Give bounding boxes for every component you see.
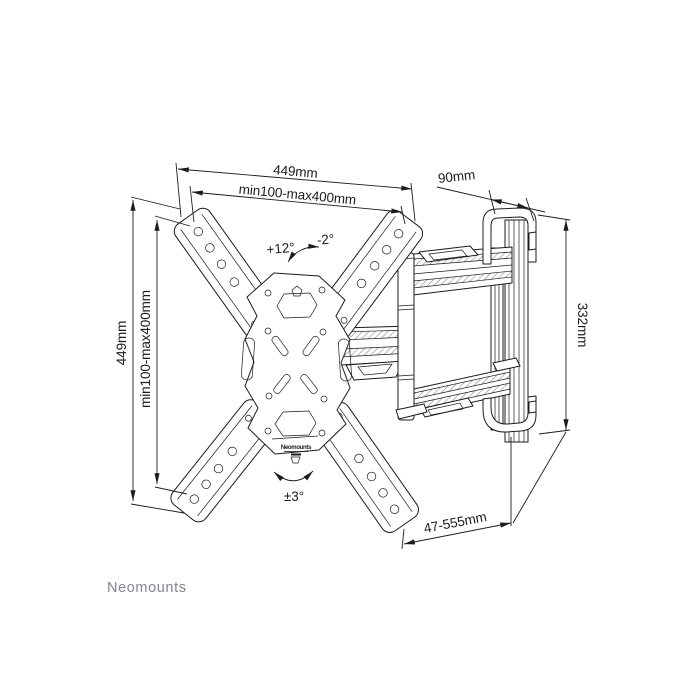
post-foot xyxy=(395,403,428,420)
plate-center-slots xyxy=(271,335,320,394)
articulating-arm-assembly xyxy=(340,245,521,421)
bottom-hook-latch xyxy=(528,400,537,414)
angle-tilt-up-label: +12° xyxy=(266,240,296,257)
angle-rotation-label: ±3° xyxy=(284,489,304,504)
lower-arm-cam-plate xyxy=(492,357,521,372)
vesa-center-plate: Neomounts xyxy=(241,272,352,464)
lower-arm-segment xyxy=(413,357,521,418)
plate-brand-label: Neomounts xyxy=(281,445,312,451)
angle-rotation-annotation: ±3° xyxy=(273,470,314,504)
plate-left-tilt-slot xyxy=(241,337,255,381)
dimension-vesa-width-label: min100-max400mm xyxy=(238,182,357,208)
dimension-wall-distance-label: 47-555mm xyxy=(422,509,487,536)
dimension-left-height-label: 449mm xyxy=(114,321,129,366)
dimension-wall-distance: 47-555mm xyxy=(401,431,567,550)
dimension-wall-plate-width: 90mm xyxy=(436,167,546,222)
dimension-top-width: 449mm xyxy=(175,162,416,222)
plate-bottom-index-hole xyxy=(290,456,301,464)
plate-right-tilt-slot xyxy=(338,338,352,382)
dimension-left-height: 449mm xyxy=(114,196,185,514)
dimension-vesa-height-label: min100-max400mm xyxy=(138,290,153,408)
plate-outline xyxy=(244,272,351,455)
pivot-post xyxy=(395,252,428,421)
dimension-top-width-label: 449mm xyxy=(273,162,319,181)
wall-bracket-hooks xyxy=(482,207,537,433)
top-hook-latch xyxy=(528,231,537,251)
inner-arm-segment xyxy=(340,325,412,381)
upper-arm-cam-plate xyxy=(418,245,479,263)
plate-lower-hexagon-hole xyxy=(274,410,317,437)
dimension-wall-plate-height: 332mm xyxy=(537,214,590,435)
dimension-vesa-width: min100-max400mm xyxy=(189,182,406,225)
top-hook-cap xyxy=(482,207,537,265)
dimension-vesa-height: min100-max400mm xyxy=(138,215,191,495)
angle-tilt-down-label: -2° xyxy=(316,231,335,247)
dimension-wall-plate-width-label: 90mm xyxy=(437,167,475,186)
dimension-wall-plate-height-label: 332mm xyxy=(575,303,590,348)
brand-signature: Neomounts xyxy=(107,580,187,596)
angle-tilt-annotation: +12° -2° xyxy=(266,231,335,263)
bottom-hook-cap xyxy=(482,395,537,433)
plate-upper-hexagon-hole xyxy=(276,292,318,319)
plate-vesa-holes xyxy=(264,286,328,437)
